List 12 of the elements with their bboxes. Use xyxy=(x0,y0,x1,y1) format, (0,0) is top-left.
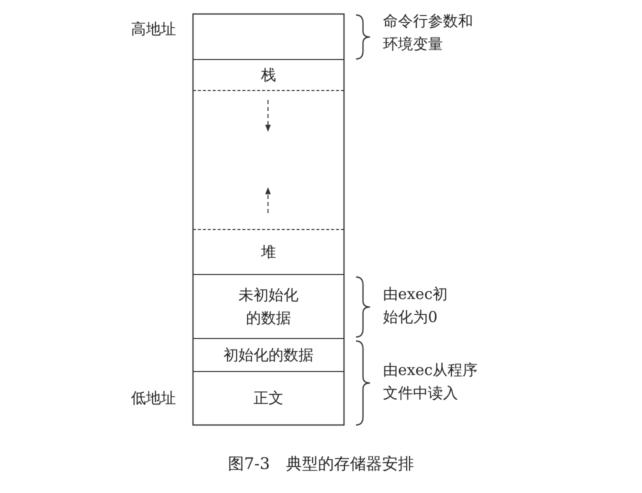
annotation: 由exec从程序文件中读入 xyxy=(383,360,479,404)
annotation: 命令行参数和环境变量 xyxy=(383,11,474,54)
memory-segment xyxy=(193,229,344,275)
segment-label: 未初始化的数据 xyxy=(238,285,300,328)
address-label: 低地址 xyxy=(131,388,177,409)
annotation: 由exec初始化为0 xyxy=(383,284,449,328)
segment-label: 栈 xyxy=(260,64,277,86)
address-label: 高地址 xyxy=(131,19,177,40)
segment-label: 堆 xyxy=(260,242,277,263)
segment-label: 初始化的数据 xyxy=(222,344,314,366)
segment-label: 正文 xyxy=(252,388,284,410)
figure-caption: 图7-3 典型的存储器安排 xyxy=(227,453,415,475)
